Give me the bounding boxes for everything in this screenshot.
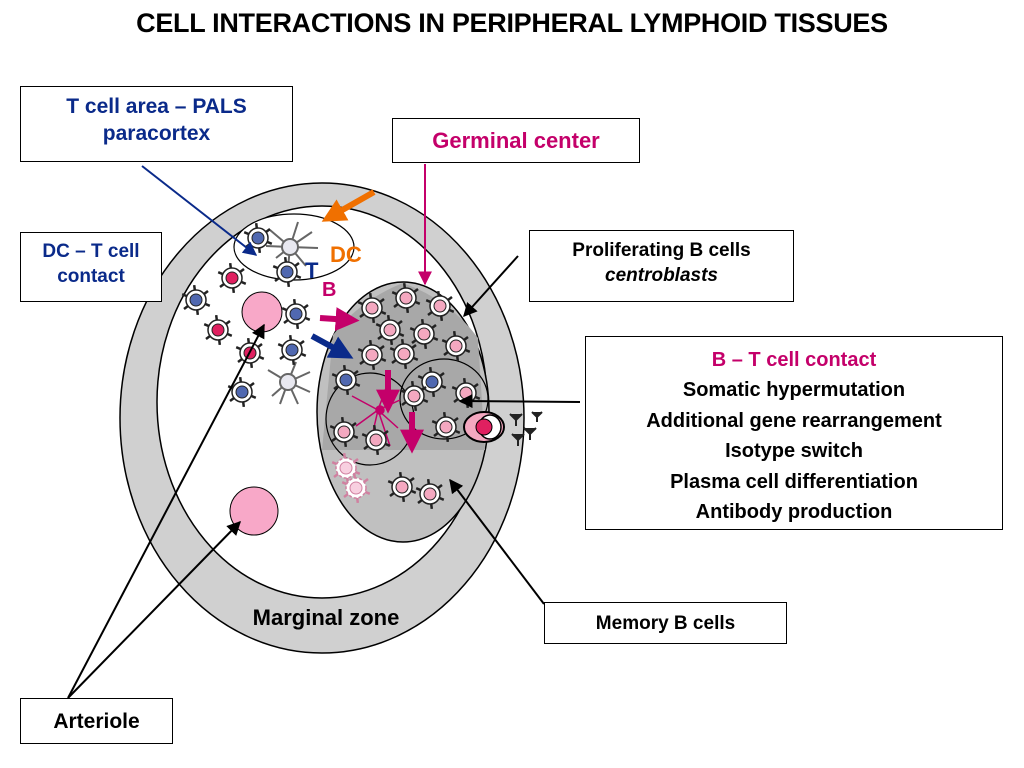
t-cell [281,298,311,330]
bt-contact-ring-right [399,358,489,440]
label-memory: Memory B cells [544,602,787,644]
t-cell [181,284,211,316]
germinal-center-dark-zone [322,283,485,450]
t-cell [227,376,257,408]
magenta-arrow-right [319,307,360,332]
bt-contact-item-2: Additional gene rearrangement [646,409,942,432]
label-proliferating: Proliferating B cells centroblasts [529,230,794,302]
bt-contact-item-5: Antibody production [695,500,893,523]
b-cell [375,314,405,346]
antibody-marks [509,411,543,446]
b-cell [361,424,391,456]
b-cell [391,282,421,314]
leader-arteriole-upper [67,323,265,699]
bt-contact-item-1: Somatic hypermutation [682,379,906,402]
bt-contact-item-4: Plasma cell differentiation [670,470,918,493]
memory-b-cell [415,478,445,510]
memory-text: Memory B cells [595,613,736,634]
apoptotic-b-cell [341,472,371,504]
arteriole-upper [241,291,283,333]
apoptotic-b-cell [331,452,361,484]
inner-label-dc: DC [330,242,362,267]
leader-arteriole-lower [67,520,241,699]
t-cell [277,334,307,366]
blue-arrow [310,333,354,359]
b-cell [329,416,359,448]
t-cell [331,364,361,396]
plasma-cell [463,411,505,443]
memory-b-cell [387,471,417,503]
arteriole-lower [229,486,279,536]
leader-proliferating [463,255,519,318]
b-cell [399,380,429,412]
label-arteriole: Arteriole [20,698,173,744]
leader-t-cell-area [141,165,258,256]
t-cell [272,256,302,288]
leader-bt-contact [458,394,581,409]
label-bt-contact: B – T cell contact Somatic hypermutation… [585,336,1003,530]
bt-contact-heading: B – T cell contact [711,349,877,371]
bt-contact-item-3: Isotype switch [725,440,863,463]
label-dc-t-contact: DC – T cell contact [20,232,162,302]
marginal-zone-label: Marginal zone [253,605,400,630]
cell-population [181,222,481,510]
b-cell [441,330,471,362]
b-cell [389,338,419,370]
label-t-cell-area: T cell area – PALS paracortex [20,86,293,162]
proliferating-line2: centroblasts [605,264,718,286]
t-cell [417,366,447,398]
dc-contact-t-cell [217,262,247,294]
diagram-title: CELL INTERACTIONS IN PERIPHERAL LYMPHOID… [136,8,888,38]
t-cell-area-line1: T cell area – PALS [66,95,247,118]
leader-memory [449,478,545,605]
orange-arrow [321,189,376,222]
inner-label-b: B [322,279,336,301]
dc-contact-t-cell [203,314,233,346]
b-cell [431,411,461,443]
b-cell [409,318,439,350]
inner-label-t: T [305,258,319,283]
dc-t-contact-line1: DC – T cell [42,241,140,262]
b-cell [357,339,387,371]
dendritic-cell-paracortex [267,361,311,405]
germinal-center-text: Germinal center [432,128,600,153]
b-cell [357,292,387,324]
arteriole-text: Arteriole [53,710,140,733]
t-cell-area-line2: paracortex [102,122,211,146]
dc-t-contact-line2: contact [57,265,125,287]
label-germinal-center: Germinal center [392,118,640,163]
dendritic-cell-t-area [265,221,319,269]
b-cell [425,290,455,322]
proliferating-line1: Proliferating B cells [572,240,751,261]
